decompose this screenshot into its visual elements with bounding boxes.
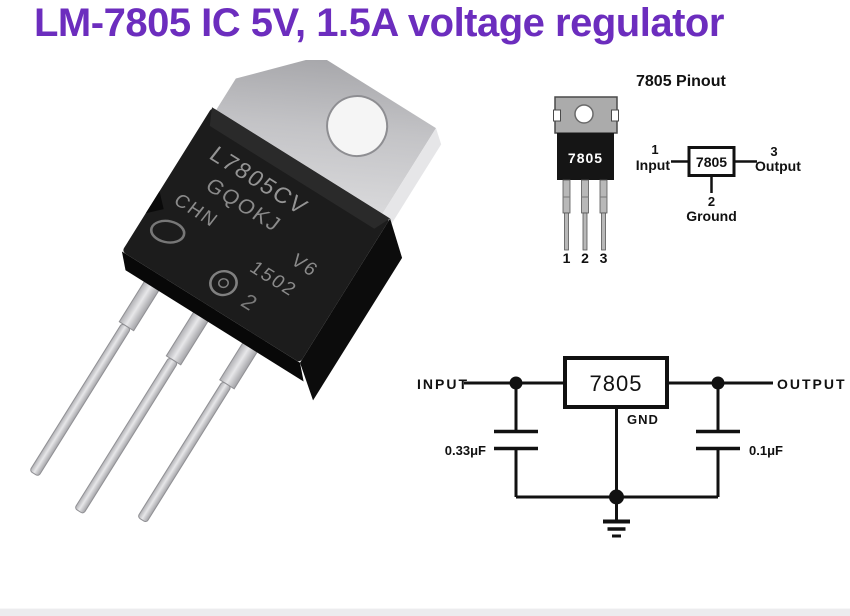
pinout-leg-3 <box>599 179 608 251</box>
schematic-pin2-label: Ground <box>686 208 737 224</box>
pinout-tab-notch-left <box>553 109 561 122</box>
leg-2 <box>75 295 219 514</box>
schematic-pin1-number: 1 <box>651 142 658 157</box>
body-edge-notch <box>145 191 164 214</box>
leg-1 <box>30 265 170 476</box>
pinout-legs <box>562 179 608 251</box>
mounting-hole <box>326 95 389 158</box>
circled-e-mark-icon <box>209 269 238 297</box>
pinout-heading: 7805 Pinout <box>636 73 726 90</box>
circled-e-mark-inner-icon <box>217 278 229 289</box>
metal-tab-edge <box>382 128 442 232</box>
pinout-leg-2 <box>581 179 589 251</box>
schematic-box <box>687 146 736 177</box>
pinout-body-label: 7805 <box>568 150 603 166</box>
output-cap-value: 0.1μF <box>749 443 783 458</box>
circuit-gnd-label: GND <box>627 412 659 427</box>
schematic-pin3-label: Output <box>755 158 801 174</box>
pinout-schematic: 7805 1 Input 3 Output 2 Ground <box>636 142 801 224</box>
pinout-body <box>557 133 614 180</box>
output-capacitor: 0.1μF <box>696 383 783 497</box>
pinout-mounting-hole <box>574 104 594 124</box>
pinout-panel: 7805 Pinout 7805 <box>553 73 801 266</box>
circuit-output-label: OUTPUT <box>777 376 847 392</box>
input-cap-value: 0.33μF <box>445 443 486 458</box>
to220-package: L7805CV GQOKJ CHN V6 1502 2 <box>30 60 442 523</box>
schematic-box-label: 7805 <box>696 154 727 170</box>
input-capacitor: 0.33μF <box>445 383 538 497</box>
regulator-box-label: 7805 <box>590 371 643 396</box>
st-logo-icon <box>149 219 186 244</box>
schematic-pin3-number: 3 <box>770 144 777 159</box>
metal-tab <box>216 60 436 214</box>
body-bottom-face <box>121 251 304 382</box>
application-circuit: INPUT 7805 GND OUTPUT 0.33μF 0.1μF <box>417 356 847 538</box>
page-title: LM-7805 IC 5V, 1.5A voltage regulator <box>34 1 724 45</box>
pinout-leg3-number: 3 <box>600 250 608 266</box>
circuit-input-label: INPUT <box>417 376 469 392</box>
pinout-tab-notch-right <box>611 109 619 122</box>
pinout-leg1-number: 1 <box>563 250 571 266</box>
schematic-pin1-label: Input <box>636 157 671 173</box>
body-front-face <box>123 108 389 362</box>
leg-3 <box>138 326 268 523</box>
pinout-package-drawing: 7805 1 2 3 <box>553 96 619 266</box>
bottom-edge-strip <box>0 608 850 616</box>
schematic-pin2-number: 2 <box>708 194 715 209</box>
ground-symbol-icon <box>603 497 630 538</box>
pinout-leg-1 <box>562 179 571 251</box>
body-top-bevel <box>209 107 391 229</box>
package-legs <box>30 265 268 523</box>
pinout-leg2-number: 2 <box>581 250 589 266</box>
body-side-face <box>300 218 403 401</box>
ic-photo: L7805CV GQOKJ CHN V6 1502 2 <box>30 60 442 523</box>
